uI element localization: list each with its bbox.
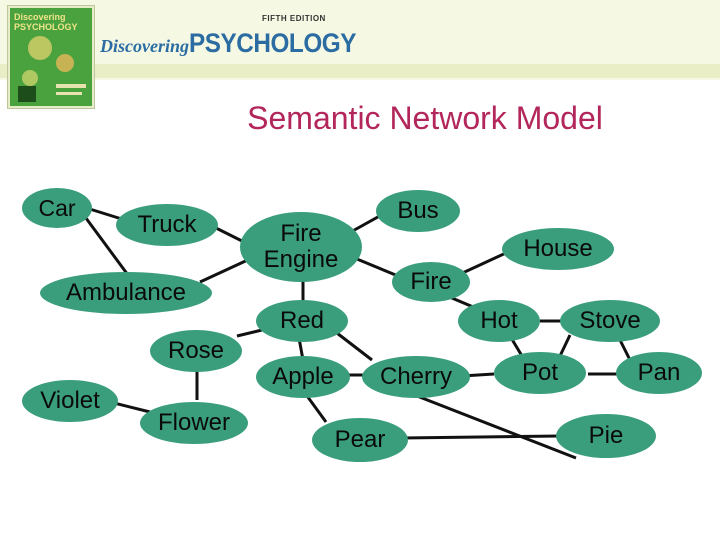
node-flower: Flower (140, 402, 248, 444)
node-violet: Violet (22, 380, 118, 422)
node-fire-engine: Fire Engine (240, 212, 362, 282)
node-car: Car (22, 188, 92, 228)
node-pot: Pot (494, 352, 586, 394)
link-pear-pie (401, 434, 561, 440)
node-bus: Bus (376, 190, 460, 232)
link-car-ambulance (78, 209, 130, 276)
link-red-cherry (332, 328, 373, 362)
node-stove: Stove (560, 300, 660, 342)
node-truck: Truck (116, 204, 218, 246)
cover-title: Discovering PSYCHOLOGY (14, 12, 78, 32)
node-fire: Fire (392, 262, 470, 302)
node-apple: Apple (256, 356, 350, 398)
brand-logo: Discovering PSYCHOLOGY (100, 28, 375, 58)
node-ambulance: Ambulance (40, 272, 212, 314)
brand-logo-psychology: PSYCHOLOGY (189, 28, 356, 58)
node-house: House (502, 228, 614, 270)
node-pan: Pan (616, 352, 702, 394)
brand-logo-discovering: Discovering (100, 36, 189, 56)
cover-artwork (10, 8, 92, 106)
link-stove-pot (558, 334, 572, 357)
link-ambulance-firengine (199, 256, 253, 284)
node-cherry: Cherry (362, 356, 470, 398)
node-red: Red (256, 300, 348, 342)
node-pear: Pear (312, 418, 408, 462)
slide-title: Semantic Network Model (247, 100, 603, 136)
node-hot: Hot (458, 300, 540, 342)
book-cover: Discovering PSYCHOLOGY (8, 6, 94, 108)
edition-label: FIFTH EDITION (262, 14, 326, 23)
header-stripe (0, 64, 720, 78)
node-rose: Rose (150, 330, 242, 372)
link-red-rose (236, 328, 263, 338)
slide-header (0, 0, 720, 80)
link-cherry-pie (416, 394, 577, 460)
node-pie: Pie (556, 414, 656, 458)
